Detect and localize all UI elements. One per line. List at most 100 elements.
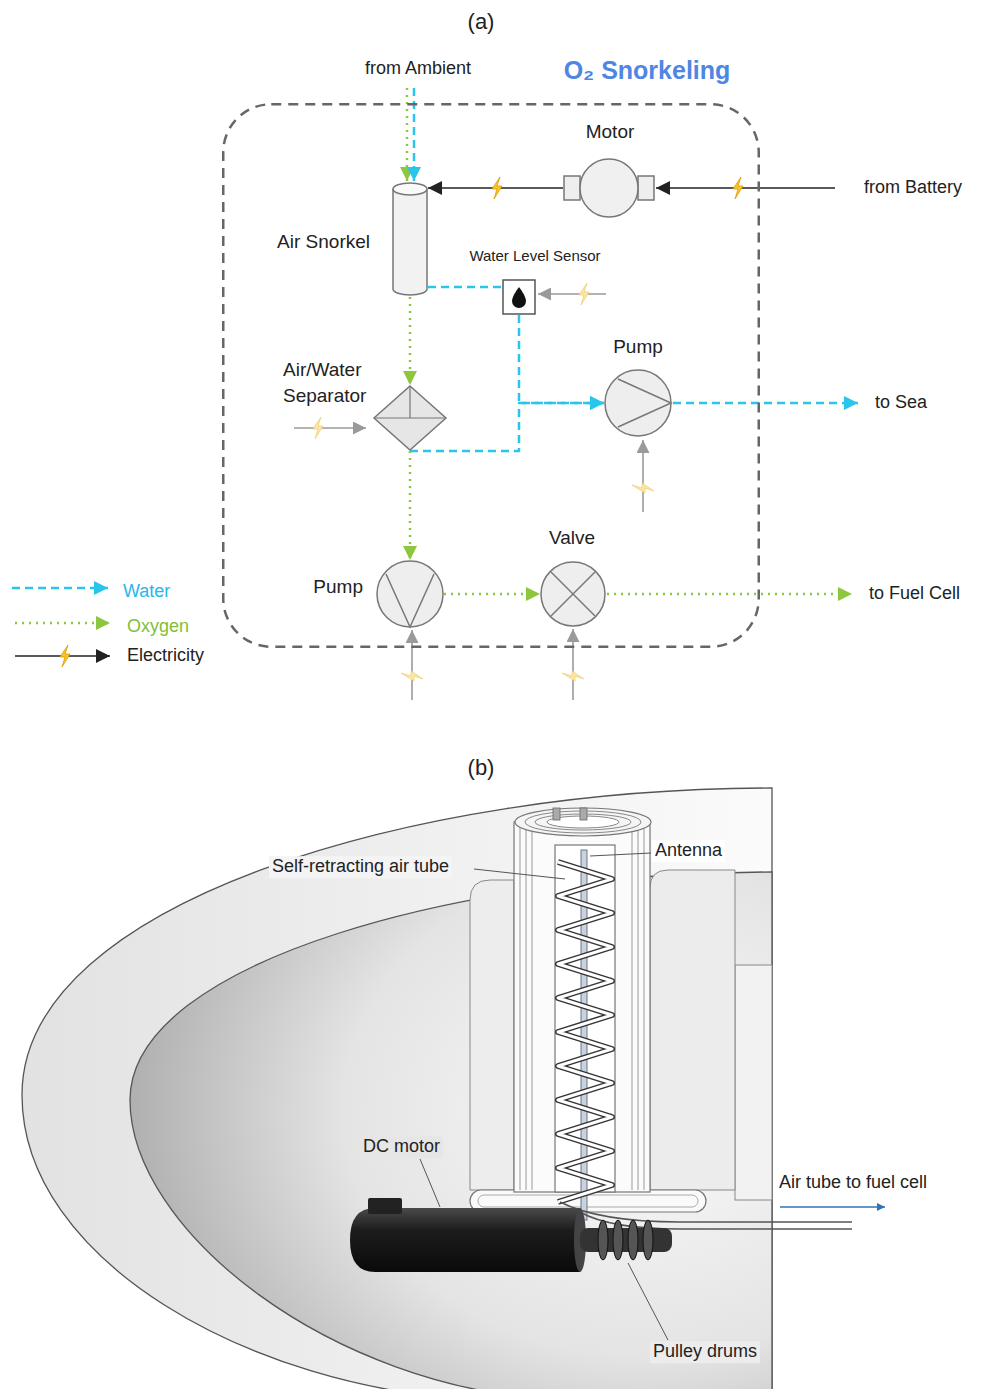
fuel-cell-tube	[560, 1202, 852, 1222]
water-connector	[428, 286, 502, 289]
legend-sample	[15, 622, 110, 625]
coiled-air-tube	[558, 862, 612, 1202]
pump-symbol-outline	[377, 561, 443, 627]
legend-sample	[60, 645, 70, 667]
node-label: Motor	[586, 121, 635, 144]
connectors	[410, 188, 604, 594]
power-feed	[294, 427, 366, 429]
mast-housing	[644, 826, 645, 1190]
flow-sink: to Fuel Cell	[869, 583, 960, 605]
node-label: Pump	[613, 336, 663, 359]
mast-housing	[520, 826, 521, 1190]
separator-diamond: Air/Water Separator	[373, 385, 447, 451]
power-feed	[294, 294, 643, 700]
motor-symbol: Motor	[563, 157, 655, 219]
battery-line	[733, 177, 743, 199]
power-bolt	[492, 177, 502, 199]
group-title: O₂ Snorkeling	[564, 55, 731, 85]
air-snorkel-outline	[393, 183, 427, 195]
ambient-inflow	[407, 88, 414, 181]
nose-cone	[22, 788, 772, 1389]
valve-symbol-outline	[541, 562, 605, 626]
panel-label: (a)	[468, 9, 495, 35]
pump-symbol-outline	[604, 369, 672, 437]
mast-housing	[638, 826, 639, 1190]
leader-line	[590, 853, 651, 856]
dc-motor	[368, 1198, 402, 1214]
leader-line	[420, 853, 668, 1340]
dc-motor	[350, 1198, 672, 1272]
node-label: Valve	[549, 527, 595, 550]
flow-source: from Battery	[864, 177, 962, 199]
valve-symbol-outline	[540, 561, 606, 627]
legend-sample	[12, 587, 108, 590]
power-bolt	[562, 671, 584, 681]
system-boundary-outline	[223, 104, 759, 647]
pump-symbol-outline	[386, 574, 434, 627]
part-label: Air tube to fuel cell	[776, 1172, 930, 1194]
nose-cone	[735, 965, 772, 1200]
mast-housing	[526, 826, 527, 1190]
flow-source: from Ambient	[365, 58, 471, 80]
part-label: DC motor	[360, 1136, 443, 1158]
oxygen-connector	[444, 593, 540, 596]
water-level-sensor: Water Level Sensor	[502, 279, 536, 315]
fuel-cell-outflow	[607, 594, 852, 595]
panel-label: (b)	[468, 755, 495, 781]
part-label: Self-retracting air tube	[269, 856, 452, 878]
flow-arrow	[780, 1206, 885, 1207]
legend-text: Oxygen	[127, 616, 189, 638]
legend-sample	[12, 588, 110, 667]
air-snorkel-outline	[392, 181, 428, 297]
water-level-sensor-outline	[512, 287, 526, 308]
node-label: Air Snorkel	[277, 231, 370, 254]
valve-symbol-outline	[551, 572, 595, 616]
power-feed	[642, 440, 644, 512]
ambient-inflow	[413, 88, 416, 181]
water-connector	[410, 403, 604, 451]
coiled-air-tube	[558, 862, 612, 1202]
power-bolt	[313, 417, 323, 439]
pulley-drum	[628, 1220, 638, 1260]
leader-line	[420, 1159, 440, 1207]
legend-text: Water	[123, 581, 170, 603]
oxygen-connector	[409, 297, 412, 385]
mast-housing	[532, 826, 533, 1190]
water-connector	[519, 315, 604, 403]
mast-housing	[515, 808, 651, 836]
leader-line	[474, 869, 565, 879]
pump-symbol: Pump	[376, 560, 444, 628]
pump-symbol-outline	[618, 379, 671, 427]
sea-outflow	[673, 402, 858, 405]
nose-cone	[470, 880, 514, 1190]
valve-symbol: Valve	[540, 561, 606, 627]
nose-cone	[650, 870, 735, 1190]
power-feed	[572, 629, 574, 700]
oxygen-connector	[409, 451, 412, 560]
sea-outflow	[673, 403, 858, 404]
separator-diamond-outline	[373, 385, 447, 451]
power-bolt	[313, 283, 654, 681]
water-level-sensor-outline	[502, 279, 536, 315]
pulley-drum	[643, 1220, 653, 1260]
node-label: Pump	[313, 576, 363, 599]
ambient-inflow	[406, 88, 409, 181]
dc-motor	[580, 1228, 672, 1252]
node-label: Air/Water Separator	[283, 357, 388, 409]
pump-symbol-outline	[376, 560, 444, 628]
pump-symbol-outline	[605, 370, 671, 436]
dc-motor	[350, 1208, 580, 1272]
nose-cone	[22, 788, 772, 1389]
motor-symbol-outline	[580, 159, 638, 217]
valve-symbol-outline	[551, 572, 595, 616]
flow-sink: to Sea	[875, 392, 927, 414]
part-label: Pulley drums	[650, 1341, 760, 1363]
motor-symbol-outline	[563, 157, 655, 219]
motor-symbol-outline	[638, 176, 654, 200]
pulley-drum	[598, 1220, 608, 1260]
air-snorkel: Air Snorkel	[392, 181, 428, 297]
